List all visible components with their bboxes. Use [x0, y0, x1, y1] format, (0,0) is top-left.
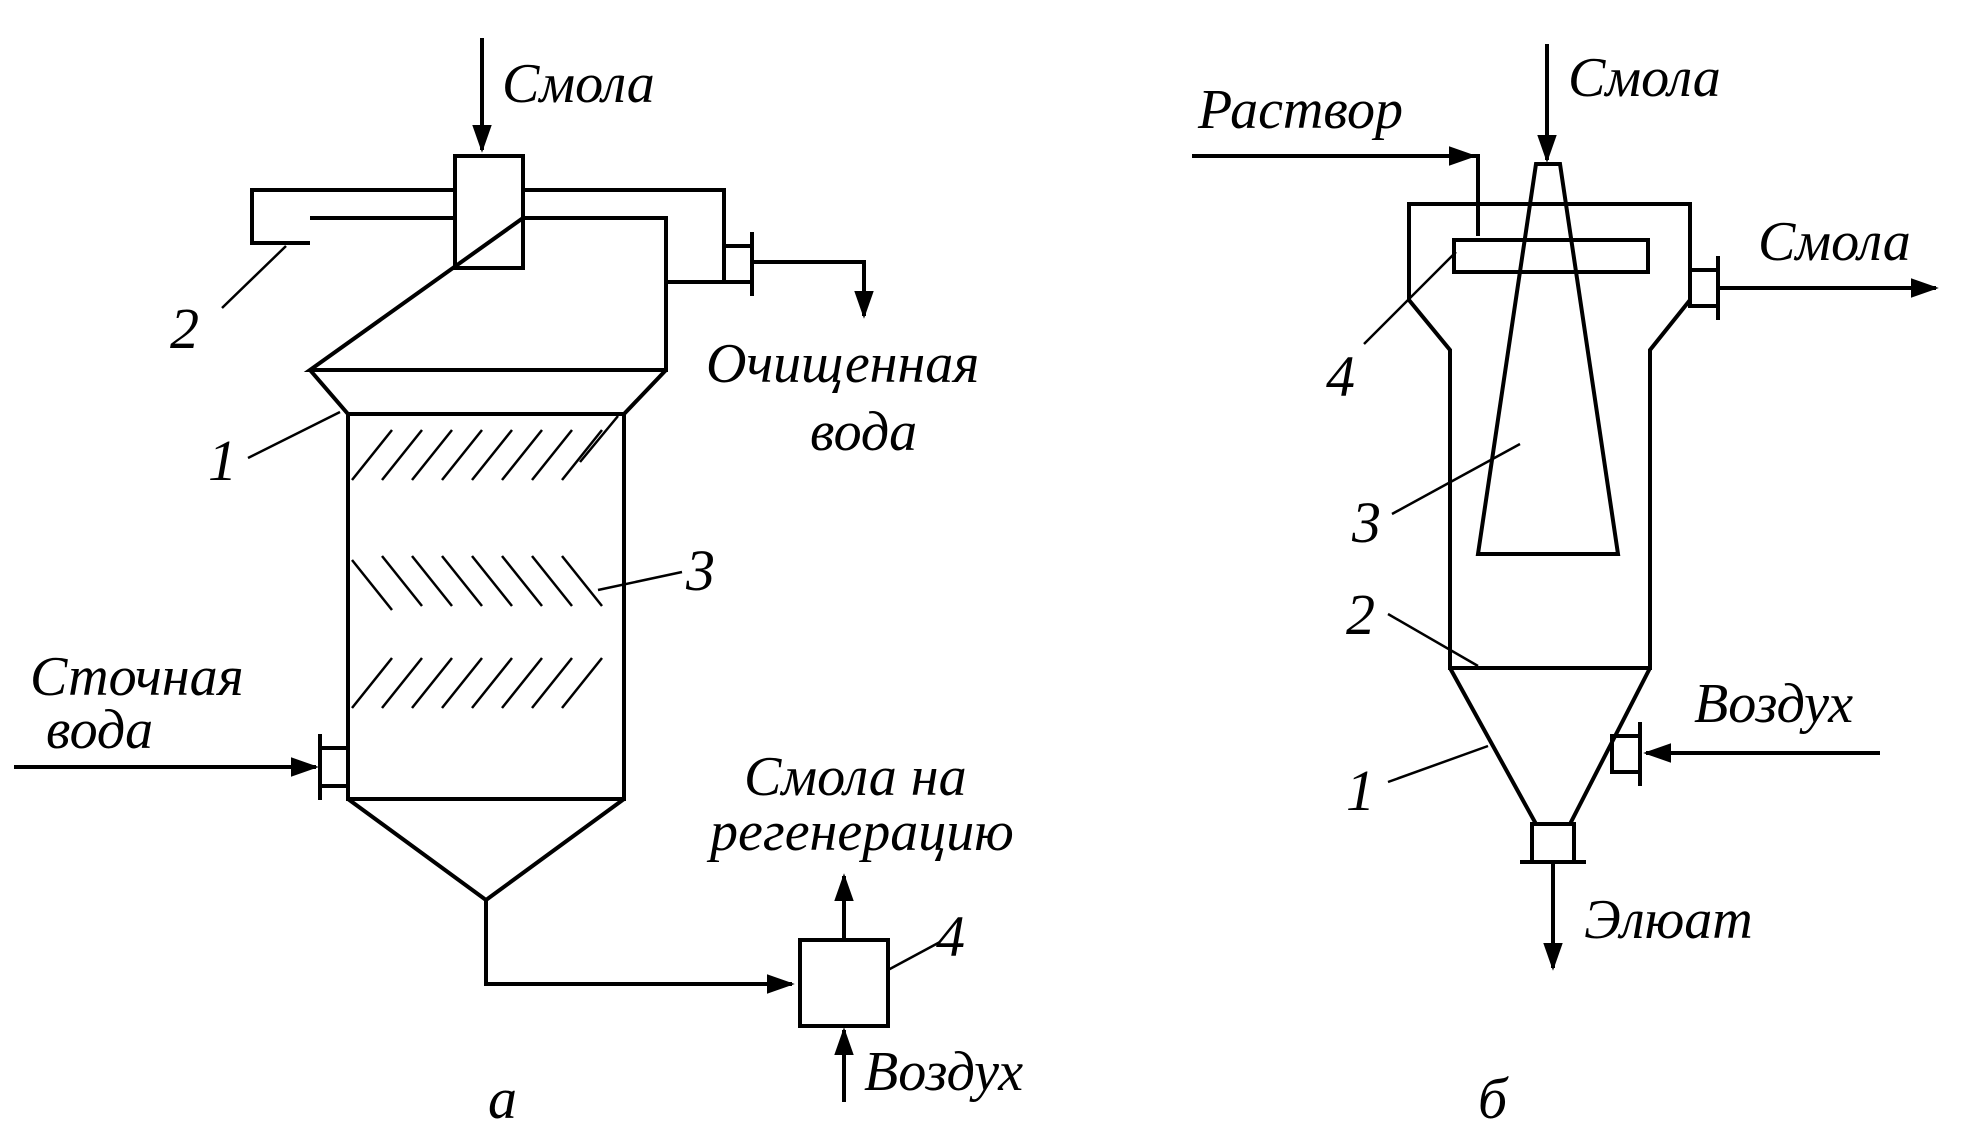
diagram-b: Раствор Смола Смола Воздух Элюат 4 3 2 1…: [1192, 44, 1939, 1131]
label-resin-regen-a-1: Смола на: [744, 746, 967, 808]
resin-outlet-nozzle-b: [1688, 268, 1720, 308]
number-3-b: 3: [1351, 490, 1381, 555]
leader-1-a: [247, 410, 341, 460]
air-nozzle-b: [1610, 734, 1642, 774]
leader-3-b: [1391, 442, 1521, 516]
number-1-b: 1: [1346, 758, 1375, 823]
column-body-a: [346, 412, 626, 801]
bottom-cone-b: [1448, 667, 1652, 826]
leader-1-b: [1387, 744, 1489, 784]
diagram-a: Смола Очищенная вода Сточная вода Смола …: [14, 38, 1023, 1131]
resin-feed-box-a: [453, 154, 525, 270]
label-air-b: Воздух: [1694, 673, 1853, 735]
leader-2-b: [1387, 612, 1479, 668]
number-2-a: 2: [170, 296, 199, 361]
wastewater-nozzle-a: [318, 746, 350, 788]
outlet-nozzle-a: [722, 244, 754, 284]
overflow-pipe-a: [523, 188, 726, 284]
resin-bed-hatching-a: [351, 415, 619, 709]
label-wastewater-a-1: Сточная: [30, 646, 244, 708]
label-resin-in-b: Смола: [1568, 47, 1721, 109]
label-resin-out-b: Смола: [1758, 211, 1911, 273]
cone-transition-a: [308, 368, 668, 416]
leader-2-a: [221, 245, 287, 309]
caption-b: б: [1478, 1066, 1509, 1131]
airlift-box-a: [798, 938, 890, 1028]
distributor-pipe-a: [250, 188, 455, 245]
label-resin-in-a: Смола: [502, 53, 655, 115]
label-eluate-b: Элюат: [1584, 889, 1753, 951]
label-wastewater-a-2: вода: [46, 699, 153, 761]
leader-4-b: [1363, 251, 1457, 345]
label-resin-regen-a-2: регенерацию: [706, 801, 1014, 863]
label-purified-water-a-2: вода: [810, 401, 917, 463]
inner-cone-b: [1475, 162, 1621, 556]
number-4-b: 4: [1326, 344, 1355, 409]
eluate-nozzle-b: [1530, 822, 1576, 864]
label-solution-b: Раствор: [1197, 79, 1403, 141]
caption-a: а: [488, 1066, 517, 1131]
number-4-a: 4: [936, 904, 965, 969]
label-purified-water-a-1: Очищенная: [706, 333, 979, 395]
label-air-a: Воздух: [864, 1041, 1023, 1103]
number-2-b: 2: [1346, 582, 1375, 647]
bottom-cone-a: [346, 797, 626, 903]
number-3-a: 3: [685, 538, 715, 603]
leader-3-a: [597, 570, 683, 592]
discharge-pipe-a: [484, 900, 795, 994]
number-1-a: 1: [208, 428, 237, 493]
solution-arrow-b: [1192, 154, 1480, 236]
leader-4-a: [887, 940, 941, 972]
distributor-b: [1452, 238, 1650, 274]
purified-water-arrow-a: [752, 260, 874, 319]
upper-chamber-a: [303, 216, 668, 372]
